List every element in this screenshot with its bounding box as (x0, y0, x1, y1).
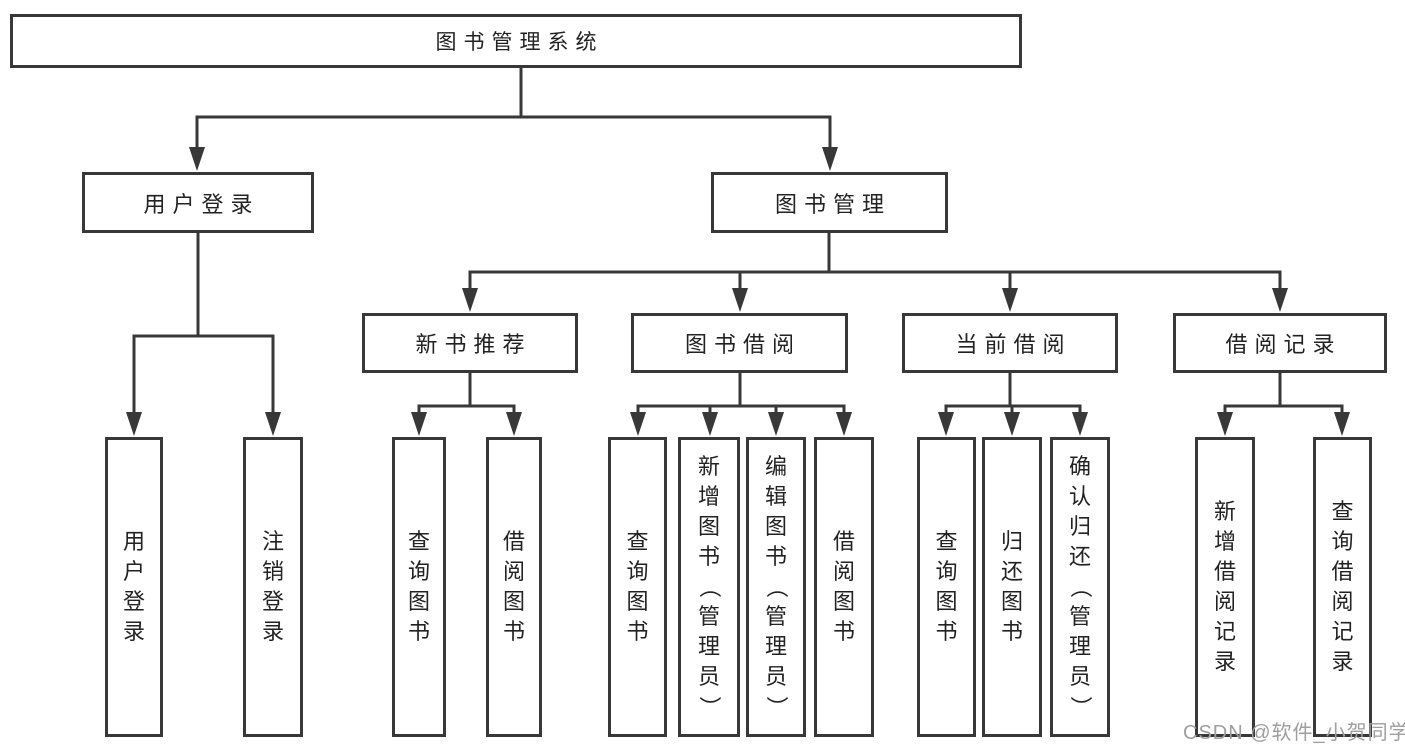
arrowhead-leaf-add-record (1217, 412, 1233, 436)
arrowhead-leaf-borrow-books-1 (506, 412, 522, 436)
leaf-user-login: 用户登录 (105, 437, 163, 737)
arrowhead-leaf-add-books (702, 412, 718, 436)
leaf-query-books-1-label: 查询图书 (407, 529, 430, 644)
arrowhead-borrow-records (1272, 288, 1288, 312)
leaf-query-borrow-record: 查询借阅记录 (1313, 437, 1372, 737)
leaf-edit-books-admin: 编辑图书（管理员） (746, 437, 806, 737)
leaf-edit-books-admin-label: 编辑图书（管理员） (763, 454, 789, 719)
connector-root-branch (195, 66, 832, 153)
arrowhead-new-book-rec (462, 288, 478, 312)
leaf-query-books-2-label: 查询图书 (626, 529, 649, 644)
arrowhead-book-management (822, 147, 838, 171)
arrowhead-leaf-query-books-1 (411, 412, 427, 436)
leaf-logout-label: 注销登录 (261, 529, 284, 644)
leaf-borrow-books-1: 借阅图书 (486, 437, 542, 737)
leaf-confirm-return-admin-label: 确认归还（管理员） (1067, 454, 1093, 719)
node-user-login: 用户登录 (82, 172, 314, 233)
node-borrow-records: 借阅记录 (1173, 313, 1387, 373)
node-root-label: 图书管理系统 (435, 31, 604, 54)
arrowhead-leaf-edit-books (768, 412, 784, 436)
node-new-book-recommend: 新书推荐 (362, 313, 578, 373)
arrowhead-leaf-borrow-books-2 (836, 412, 852, 436)
arrowhead-leaf-query-books-2 (630, 412, 646, 436)
connector-book-management-branch (468, 231, 1282, 292)
arrowhead-current-borrow (1002, 288, 1018, 312)
leaf-logout: 注销登录 (243, 437, 303, 737)
node-current-borrow: 当前借阅 (902, 313, 1118, 373)
arrowhead-user-login (189, 147, 205, 171)
node-book-borrow: 图书借阅 (631, 313, 848, 373)
leaf-add-books-admin-label: 新增图书（管理员） (696, 454, 722, 719)
node-root: 图书管理系统 (10, 14, 1022, 68)
node-book-borrow-label: 图书借阅 (684, 332, 801, 357)
leaf-return-books: 归还图书 (982, 437, 1042, 737)
arrowhead-leaf-return-books (1004, 412, 1020, 436)
leaf-add-books-admin: 新增图书（管理员） (678, 437, 740, 737)
connector-current-borrow-branch (944, 371, 1082, 416)
leaf-add-borrow-record: 新增借阅记录 (1195, 437, 1255, 737)
leaf-query-books-2: 查询图书 (608, 437, 667, 737)
node-current-borrow-label: 当前借阅 (955, 332, 1072, 357)
leaf-query-books-3-label: 查询图书 (935, 529, 958, 644)
node-book-management: 图书管理 (711, 172, 948, 233)
node-book-management-label: 图书管理 (774, 191, 891, 217)
arrowhead-leaf-user-login (126, 412, 142, 436)
connector-new-book-branch (417, 371, 516, 416)
arrowhead-leaf-logout (265, 412, 281, 436)
node-user-login-label: 用户登录 (143, 191, 260, 217)
leaf-return-books-label: 归还图书 (1000, 529, 1023, 644)
leaf-borrow-books-2: 借阅图书 (814, 437, 874, 737)
leaf-borrow-books-1-label: 借阅图书 (502, 529, 525, 644)
leaf-user-login-label: 用户登录 (122, 529, 145, 644)
leaf-add-borrow-record-label: 新增借阅记录 (1213, 499, 1236, 674)
arrowhead-leaf-query-record (1334, 412, 1350, 436)
node-borrow-records-label: 借阅记录 (1225, 332, 1342, 357)
leaf-query-books-3: 查询图书 (917, 437, 976, 737)
connector-user-login-branch (132, 231, 275, 416)
arrowhead-book-borrow (732, 288, 748, 312)
connector-borrow-records-branch (1223, 371, 1344, 416)
csdn-watermark: CSDN @软件_小贺同学 (1183, 722, 1405, 744)
leaf-borrow-books-2-label: 借阅图书 (832, 529, 855, 644)
arrowhead-leaf-query-books-3 (938, 412, 954, 436)
connector-book-borrow-branch (636, 371, 846, 416)
arrowhead-leaf-confirm-return (1072, 412, 1088, 436)
node-new-book-recommend-label: 新书推荐 (415, 332, 532, 357)
leaf-query-borrow-record-label: 查询借阅记录 (1331, 499, 1354, 674)
leaf-confirm-return-admin: 确认归还（管理员） (1050, 437, 1110, 737)
leaf-query-books-1: 查询图书 (392, 437, 446, 737)
